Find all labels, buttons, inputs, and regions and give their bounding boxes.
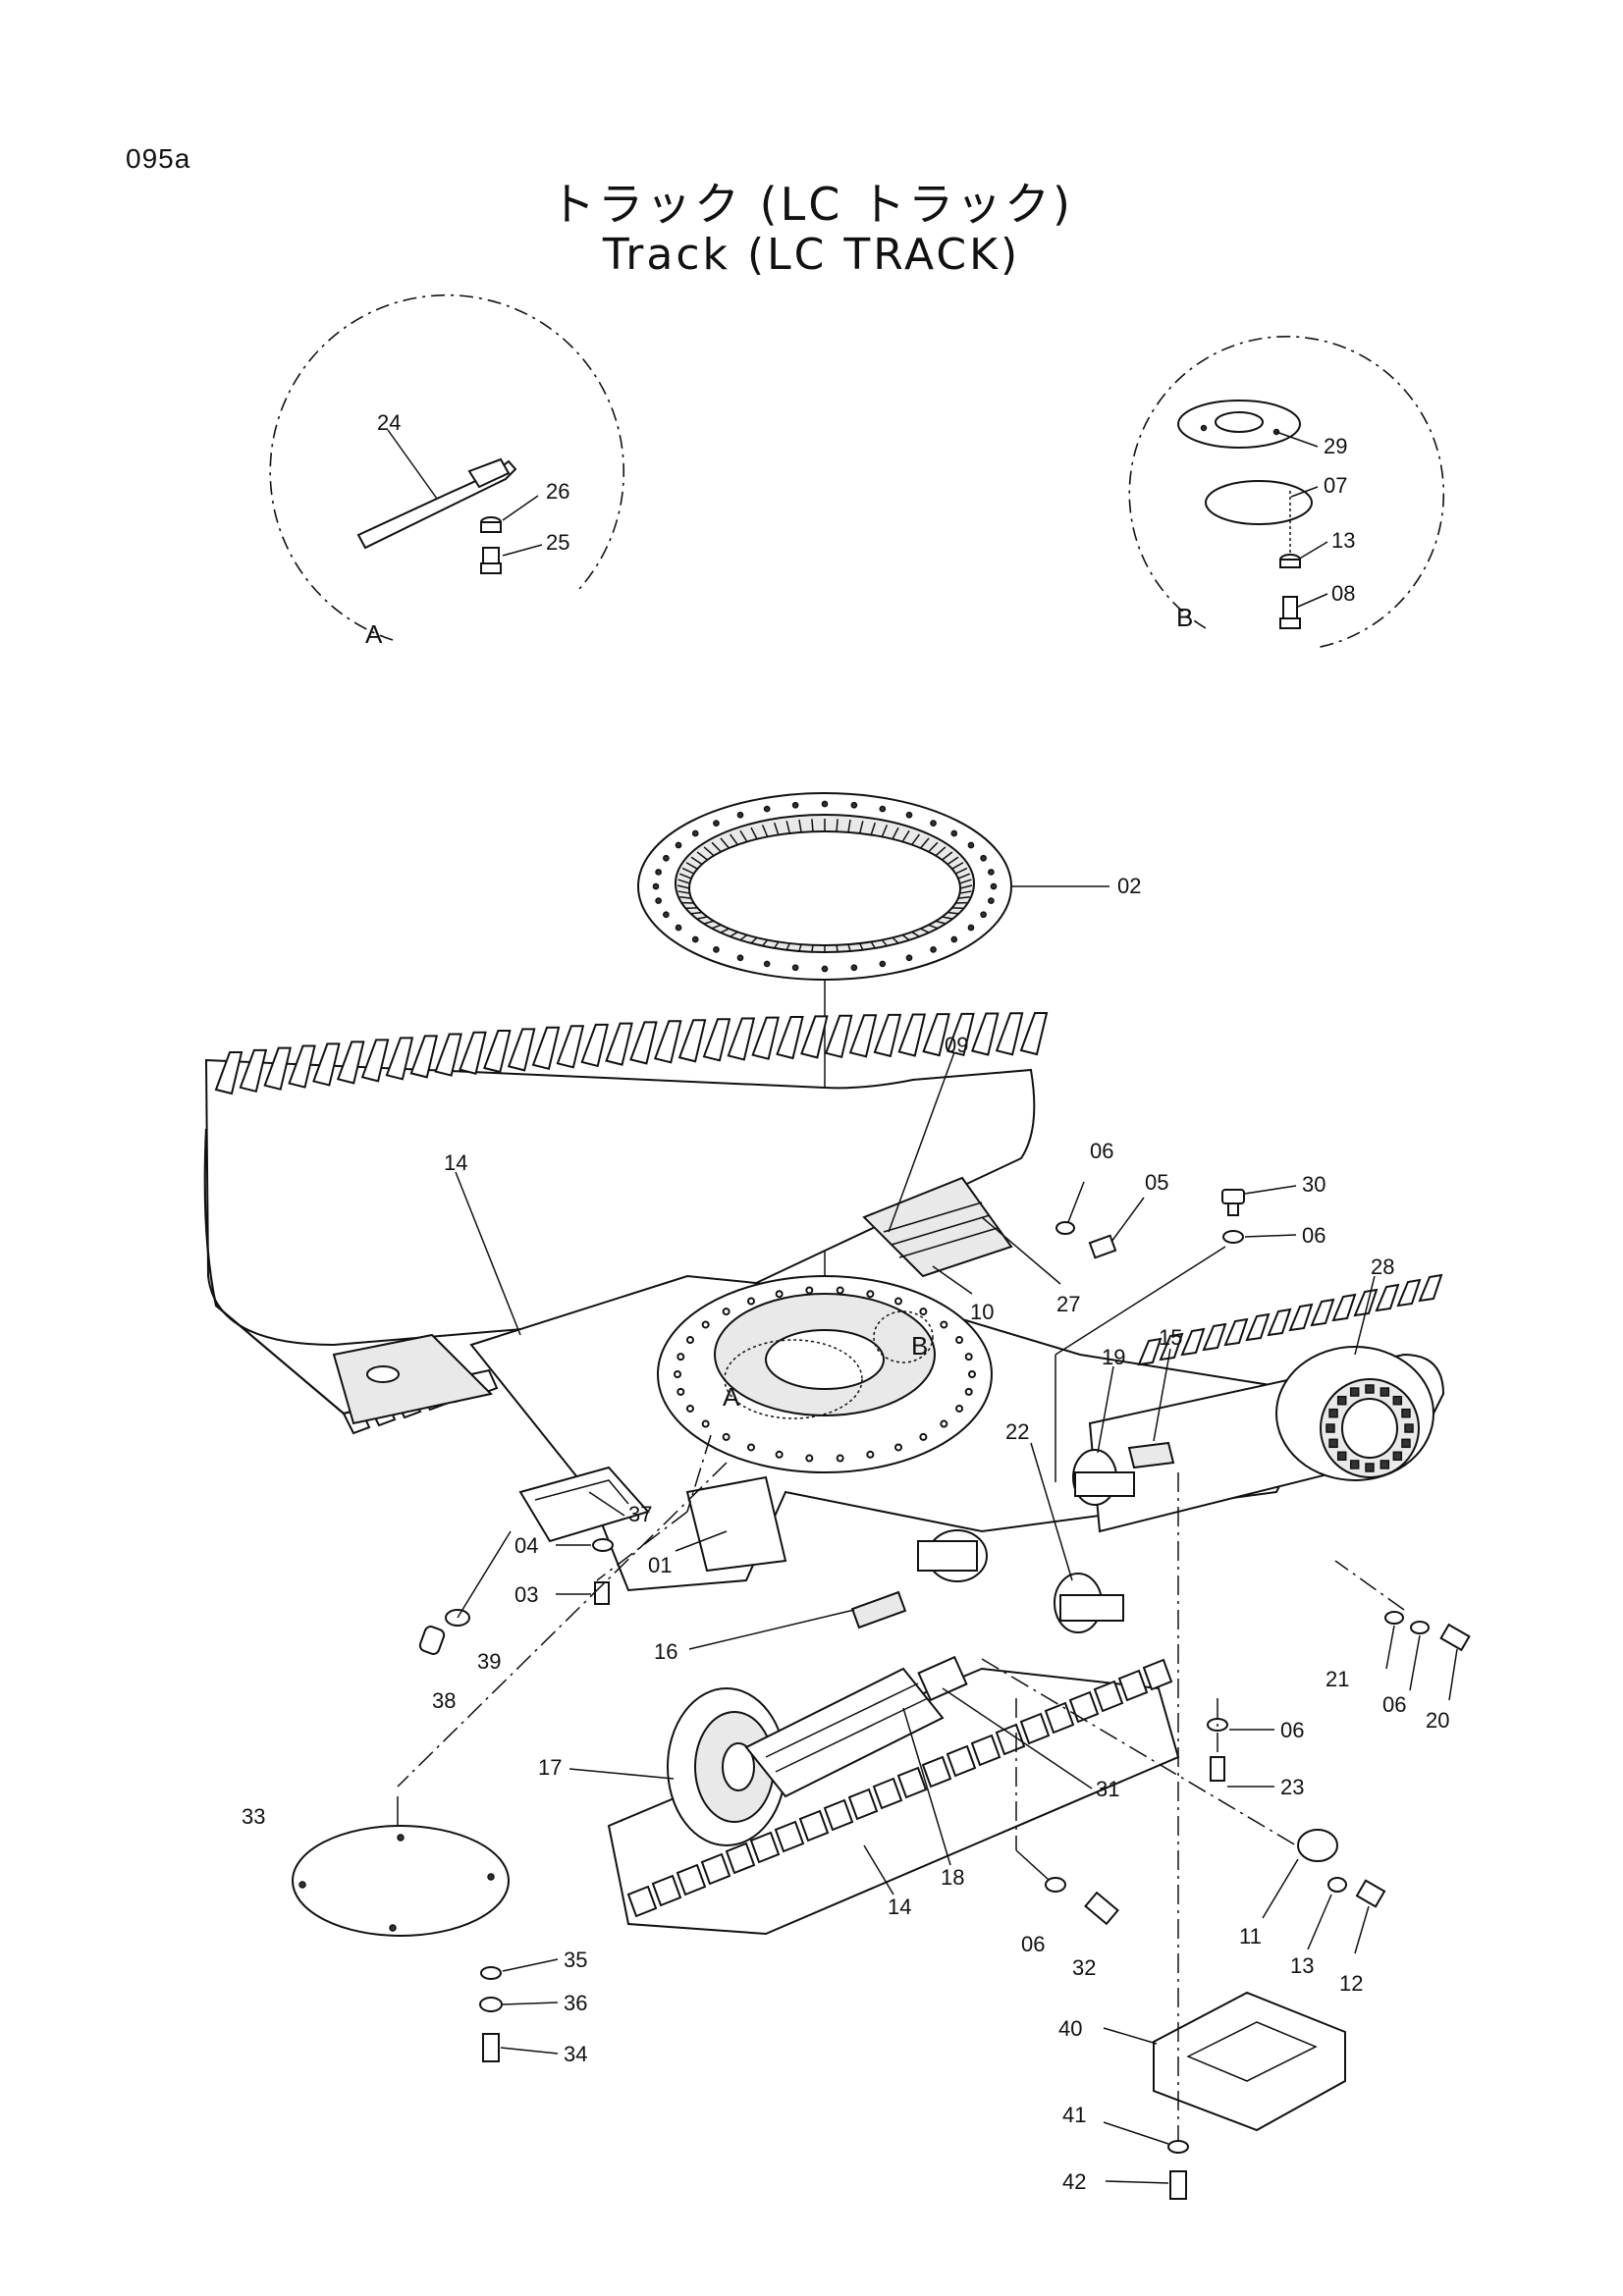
label-10: 10 (970, 1300, 994, 1324)
label-25: 25 (546, 530, 569, 555)
label-02: 02 (1117, 874, 1141, 898)
label-40: 40 (1058, 2016, 1082, 2041)
label-33: 33 (242, 1804, 265, 1829)
label-03: 03 (514, 1582, 538, 1607)
label-34: 34 (564, 2042, 587, 2066)
label-12: 12 (1339, 1971, 1363, 1996)
label-17: 17 (538, 1755, 562, 1780)
plate-07 (1205, 480, 1313, 525)
label-06-d: 06 (1280, 1718, 1304, 1742)
label-a-marker: A (723, 1382, 740, 1412)
label-38: 38 (432, 1688, 456, 1713)
label-07: 07 (1324, 473, 1347, 498)
guide-16 (850, 1590, 907, 1629)
label-05: 05 (1145, 1170, 1168, 1195)
label-15: 15 (1159, 1325, 1182, 1350)
label-20: 20 (1426, 1708, 1449, 1733)
detail-a-letter: A (365, 619, 383, 649)
cover-33 (292, 1825, 510, 1937)
adjuster-18 (744, 1667, 945, 1798)
label-01: 01 (648, 1553, 672, 1577)
label-14-lower: 14 (888, 1895, 911, 1919)
label-06-e: 06 (1021, 1932, 1045, 1956)
label-29: 29 (1324, 434, 1347, 458)
label-31: 31 (1096, 1777, 1119, 1801)
label-37: 37 (628, 1502, 652, 1526)
label-04: 04 (514, 1533, 538, 1558)
label-11: 11 (1239, 1924, 1262, 1949)
label-30: 30 (1302, 1172, 1325, 1197)
label-32: 32 (1072, 1955, 1096, 1980)
label-21: 21 (1325, 1667, 1349, 1691)
label-14-upper: 14 (444, 1150, 467, 1175)
detail-a: 24 26 25 A (269, 294, 625, 649)
label-13: 13 (1331, 528, 1355, 553)
title-japanese: トラック (LC トラック) (550, 178, 1073, 231)
label-28: 28 (1371, 1255, 1394, 1279)
swing-bearing-02: 02 (637, 792, 1141, 1306)
label-08: 08 (1331, 581, 1355, 606)
title-english: Track (LC TRACK) (602, 230, 1021, 280)
detail-b: 29 07 13 08 B (1128, 335, 1445, 649)
label-35: 35 (564, 1948, 587, 1972)
step-37 (518, 1466, 650, 1543)
hardware-parts (292, 1189, 1471, 2200)
main-callouts: 09 14 06 05 30 06 28 27 10 19 15 A B (242, 1033, 1458, 2194)
label-06-c: 06 (1382, 1692, 1406, 1717)
label-09: 09 (945, 1033, 968, 1057)
detail-a-circle (269, 294, 625, 641)
front-track-assembly (607, 1441, 1180, 1936)
label-13: 13 (1290, 1953, 1314, 1978)
label-41: 41 (1062, 2103, 1086, 2127)
bolt-08 (1282, 596, 1298, 619)
label-18: 18 (941, 1865, 964, 1890)
leader-lines (397, 1246, 1405, 2140)
detail-b-circle (1128, 335, 1445, 649)
label-24: 24 (377, 410, 401, 435)
detail-b-letter: B (1176, 603, 1193, 632)
page-code: 095a (126, 143, 191, 174)
label-26: 26 (546, 479, 569, 504)
label-b-marker: B (911, 1331, 928, 1361)
bolt-25 (482, 547, 500, 564)
guard-15 (1127, 1441, 1175, 1469)
label-36: 36 (564, 1991, 587, 2015)
label-27: 27 (1056, 1292, 1080, 1316)
label-23: 23 (1280, 1775, 1304, 1799)
label-39: 39 (477, 1649, 501, 1674)
label-42: 42 (1062, 2169, 1086, 2194)
label-06-a: 06 (1090, 1139, 1113, 1163)
label-06-b: 06 (1302, 1223, 1325, 1248)
label-22: 22 (1005, 1419, 1029, 1444)
label-16: 16 (654, 1639, 677, 1664)
guard-40 (1153, 1991, 1346, 2132)
label-19: 19 (1102, 1345, 1125, 1369)
